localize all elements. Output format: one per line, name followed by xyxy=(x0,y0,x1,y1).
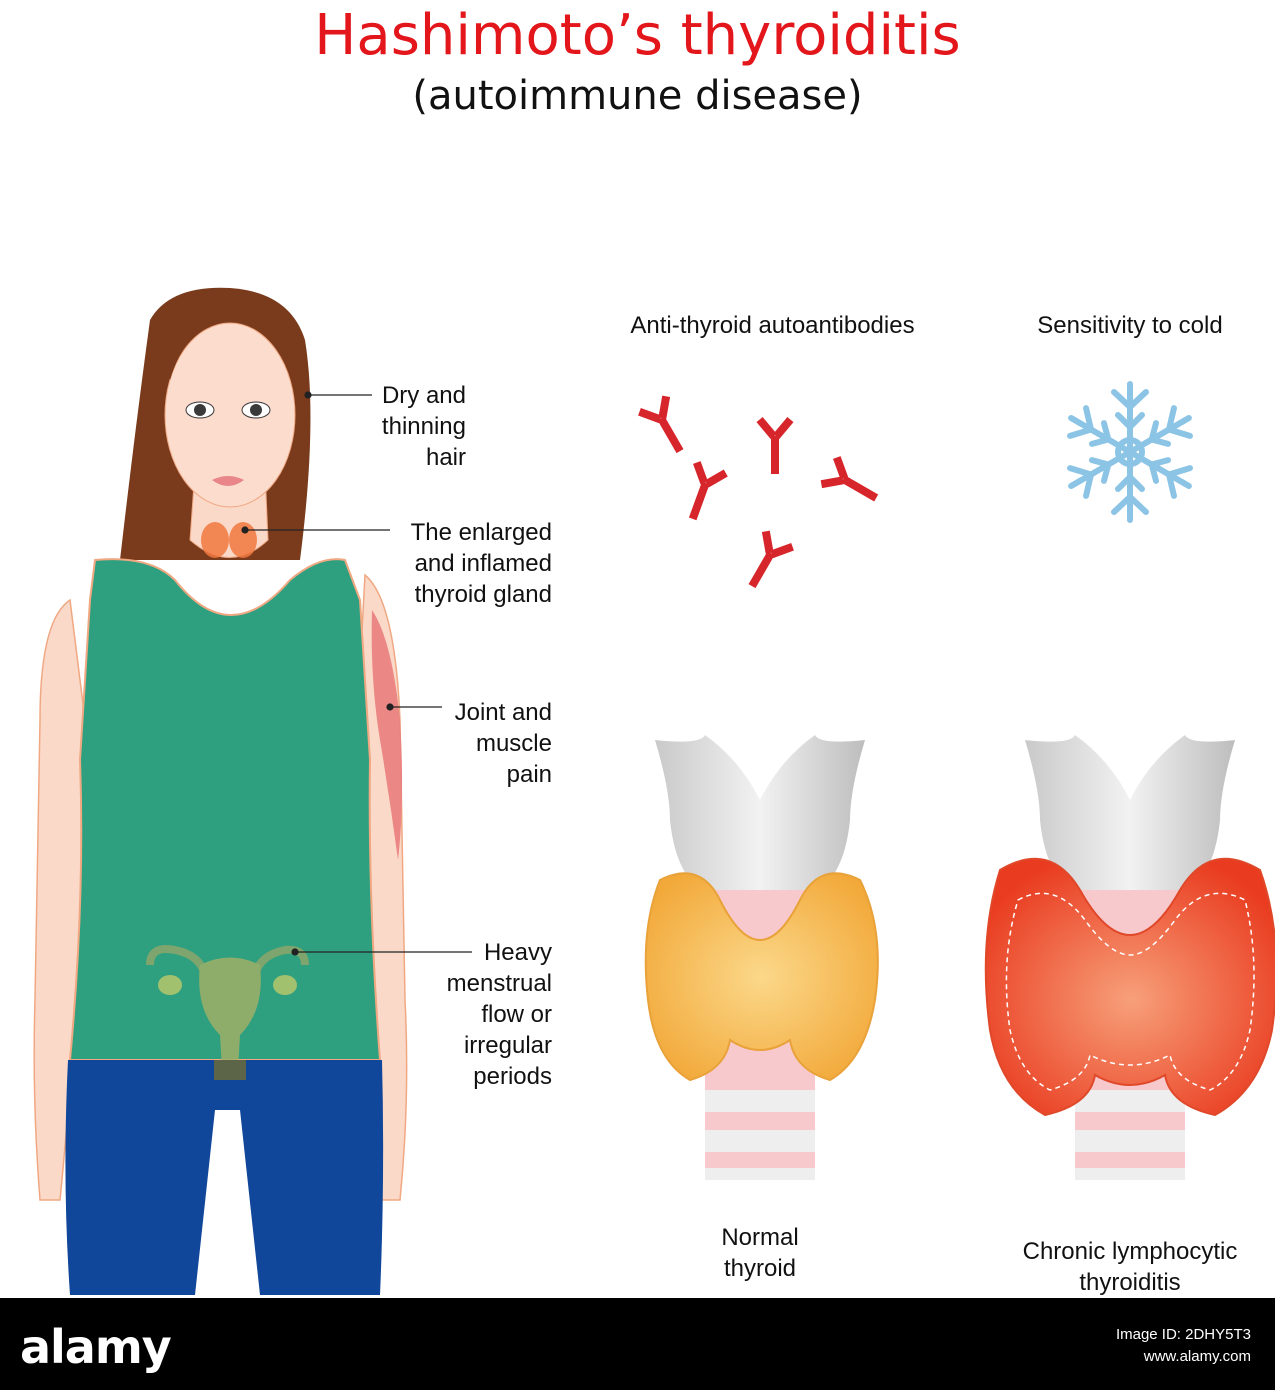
site-url: www.alamy.com xyxy=(1143,1348,1251,1365)
label-cold-sensitivity: Sensitivity to cold xyxy=(1037,312,1223,339)
label-antibodies: Anti-thyroid autoantibodies xyxy=(630,312,915,339)
image-id-text: Image ID: 2DHY5T3 xyxy=(1115,1326,1251,1343)
page-title: Hashimoto’s thyroiditis xyxy=(314,3,961,68)
uterus-icon xyxy=(146,945,309,1080)
page-subtitle: (autoimmune disease) xyxy=(412,73,863,119)
inflamed-thyroid-icon xyxy=(984,735,1275,1180)
normal-thyroid-icon xyxy=(644,735,879,1180)
image-meta: Image ID: 2DHY5T3 www.alamy.com xyxy=(1116,1324,1251,1368)
alamy-logo: alamy xyxy=(20,1320,172,1374)
woman-figure xyxy=(33,287,408,1295)
illustration xyxy=(33,287,1275,1295)
watermark-footer: alamy Image ID: 2DHY5T3 www.alamy.com xyxy=(0,1298,1275,1390)
muscle-icon xyxy=(371,610,403,860)
callout-lines xyxy=(241,391,472,956)
neck-thyroid-icon xyxy=(201,522,229,558)
antibodies-icon xyxy=(638,395,879,589)
snowflake-icon xyxy=(1067,381,1193,523)
